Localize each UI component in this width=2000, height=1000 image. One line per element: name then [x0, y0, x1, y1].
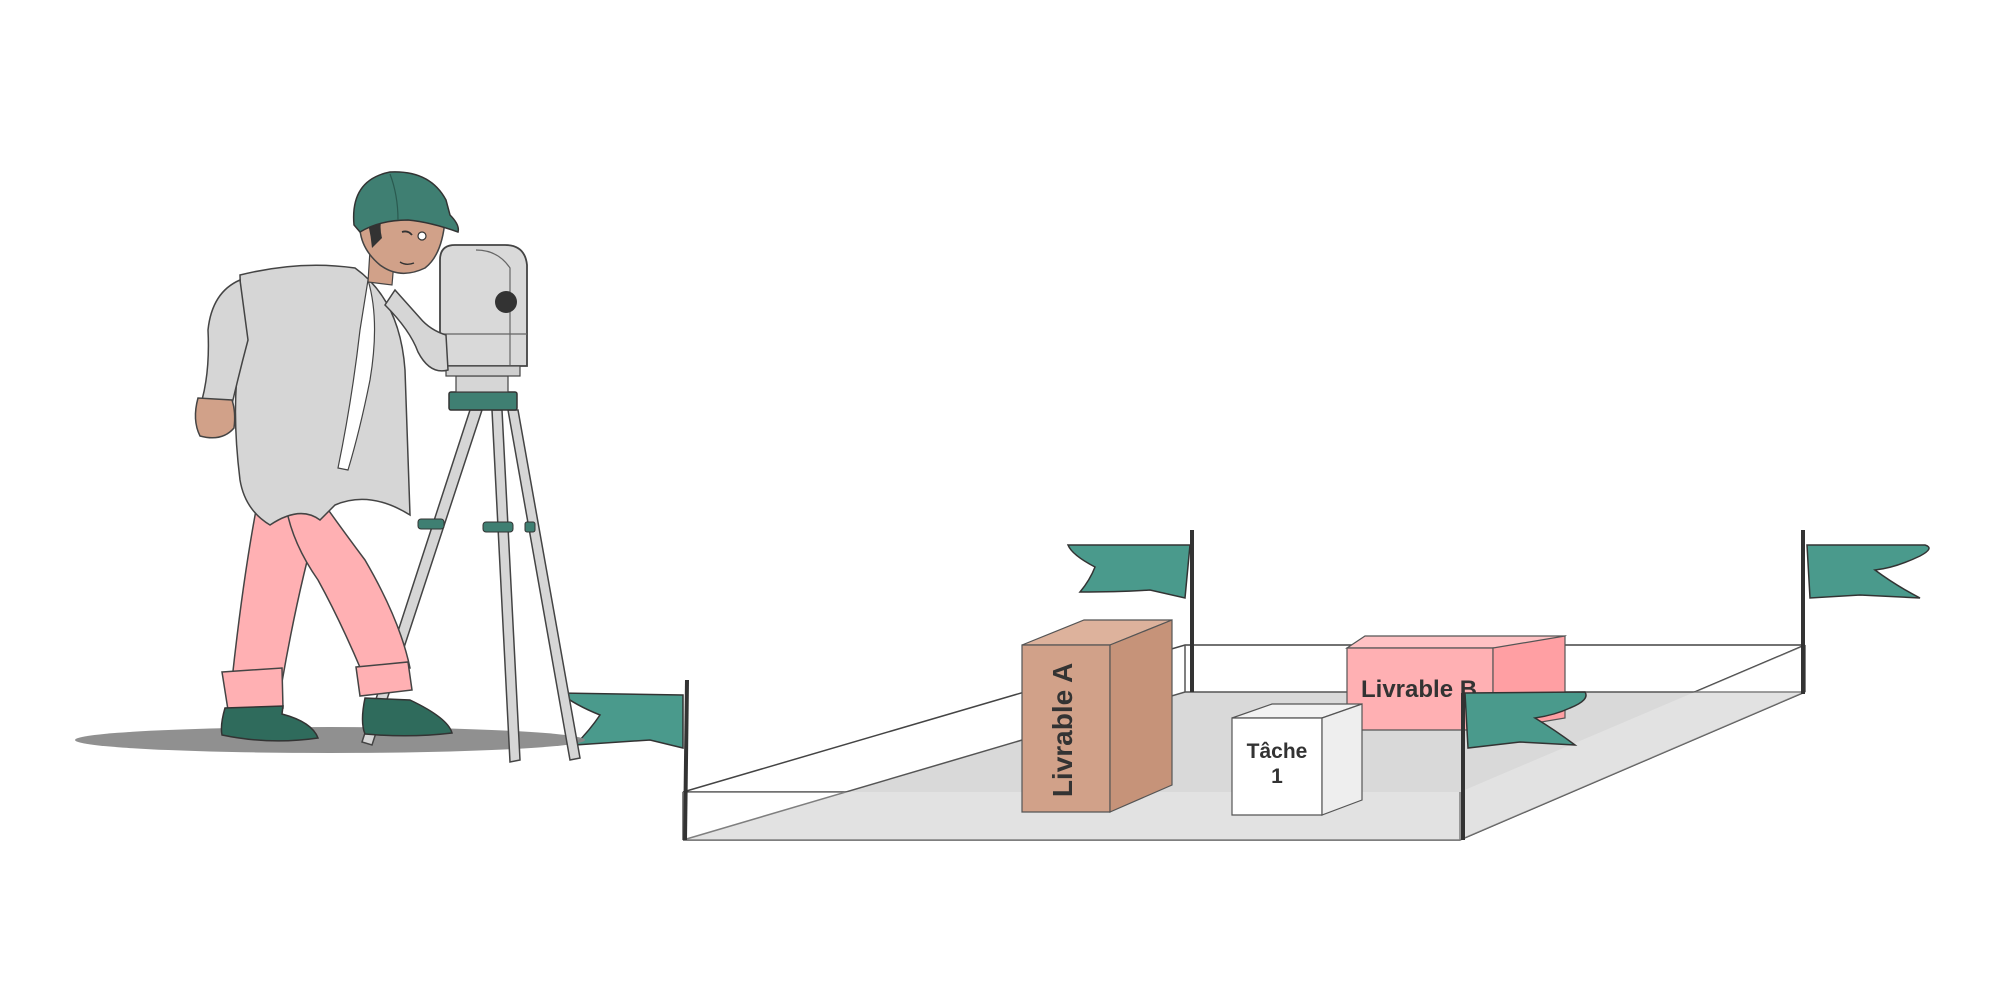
flag-icon: [1461, 691, 1587, 840]
site-side-face: [1460, 645, 1805, 840]
livrable-b-label: Livrable B: [1361, 676, 1477, 703]
ground-shadow: [75, 727, 585, 753]
livrable-a-label: Livrable A: [1047, 663, 1078, 797]
flag-icon: [557, 679, 689, 841]
surveyor-figure: [194, 171, 460, 742]
flag-icon: [1801, 530, 1930, 694]
flag-icon: [1066, 530, 1194, 692]
theodolite-icon: [439, 244, 528, 377]
livrable-a-box: Livrable A: [1021, 619, 1173, 813]
